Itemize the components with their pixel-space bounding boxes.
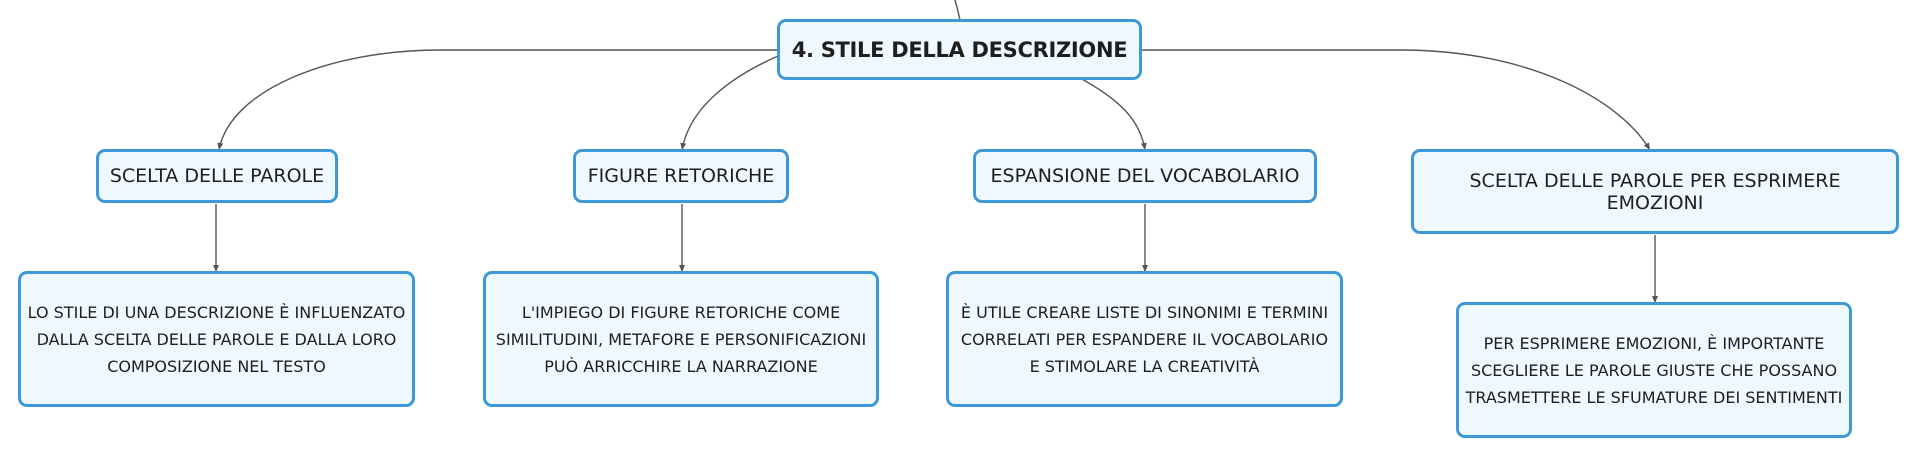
topic-node-parole-emozioni[interactable]: SCELTA DELLE PAROLE PER ESPRIMERE EMOZIO… xyxy=(1411,149,1899,234)
detail-node-parole-emozioni[interactable]: PER ESPRIMERE EMOZIONI, È IMPORTANTE SCE… xyxy=(1456,302,1852,438)
detail-node-espansione-vocabolario[interactable]: È UTILE CREARE LISTE DI SINONIMI E TERMI… xyxy=(946,271,1343,407)
connector-root-emozioni xyxy=(1142,49,1651,151)
topic-node-scelta-delle-parole[interactable]: SCELTA DELLE PAROLE xyxy=(96,149,338,203)
topic-node-espansione-vocabolario[interactable]: ESPANSIONE DEL VOCABOLARIO xyxy=(973,149,1317,203)
connector-root-espansione xyxy=(1079,77,1147,151)
connector-parent-root xyxy=(954,0,961,21)
connector-root-figure xyxy=(680,55,779,151)
detail-node-scelta-delle-parole[interactable]: LO STILE DI UNA DESCRIZIONE È INFLUENZAT… xyxy=(18,271,415,407)
topic-node-figure-retoriche[interactable]: FIGURE RETORICHE xyxy=(573,149,789,203)
detail-node-figure-retoriche[interactable]: L'IMPIEGO DI FIGURE RETORICHE COME SIMIL… xyxy=(483,271,879,407)
connector-root-scelta xyxy=(217,49,778,151)
root-node[interactable]: 4. STILE DELLA DESCRIZIONE xyxy=(777,19,1142,80)
